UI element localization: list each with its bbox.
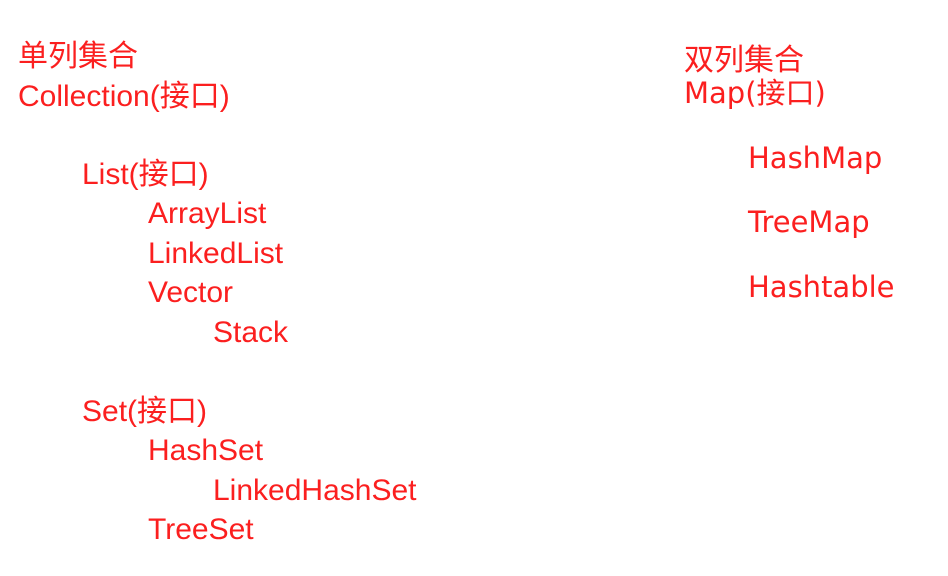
hashset-node: HashSet [148, 434, 264, 467]
double-column-title: 双列集合 [684, 44, 804, 77]
vector-node: Vector [148, 276, 234, 309]
collection-interface: Collection(接口) [18, 80, 230, 113]
set-interface: Set(接口) [82, 395, 208, 428]
list-interface: List(接口) [82, 158, 209, 191]
linkedlist-node: LinkedList [148, 237, 284, 270]
single-column-title: 单列集合 [18, 40, 138, 73]
linkedhashset-node: LinkedHashSet [213, 474, 417, 507]
treeset-node: TreeSet [148, 513, 254, 546]
hashtable-node: Hashtable [748, 270, 895, 304]
stack-node: Stack [213, 316, 289, 349]
arraylist-node: ArrayList [148, 197, 267, 230]
map-interface: Map(接口) [684, 76, 826, 110]
treemap-node: TreeMap [748, 205, 870, 239]
hashmap-node: HashMap [748, 141, 883, 175]
